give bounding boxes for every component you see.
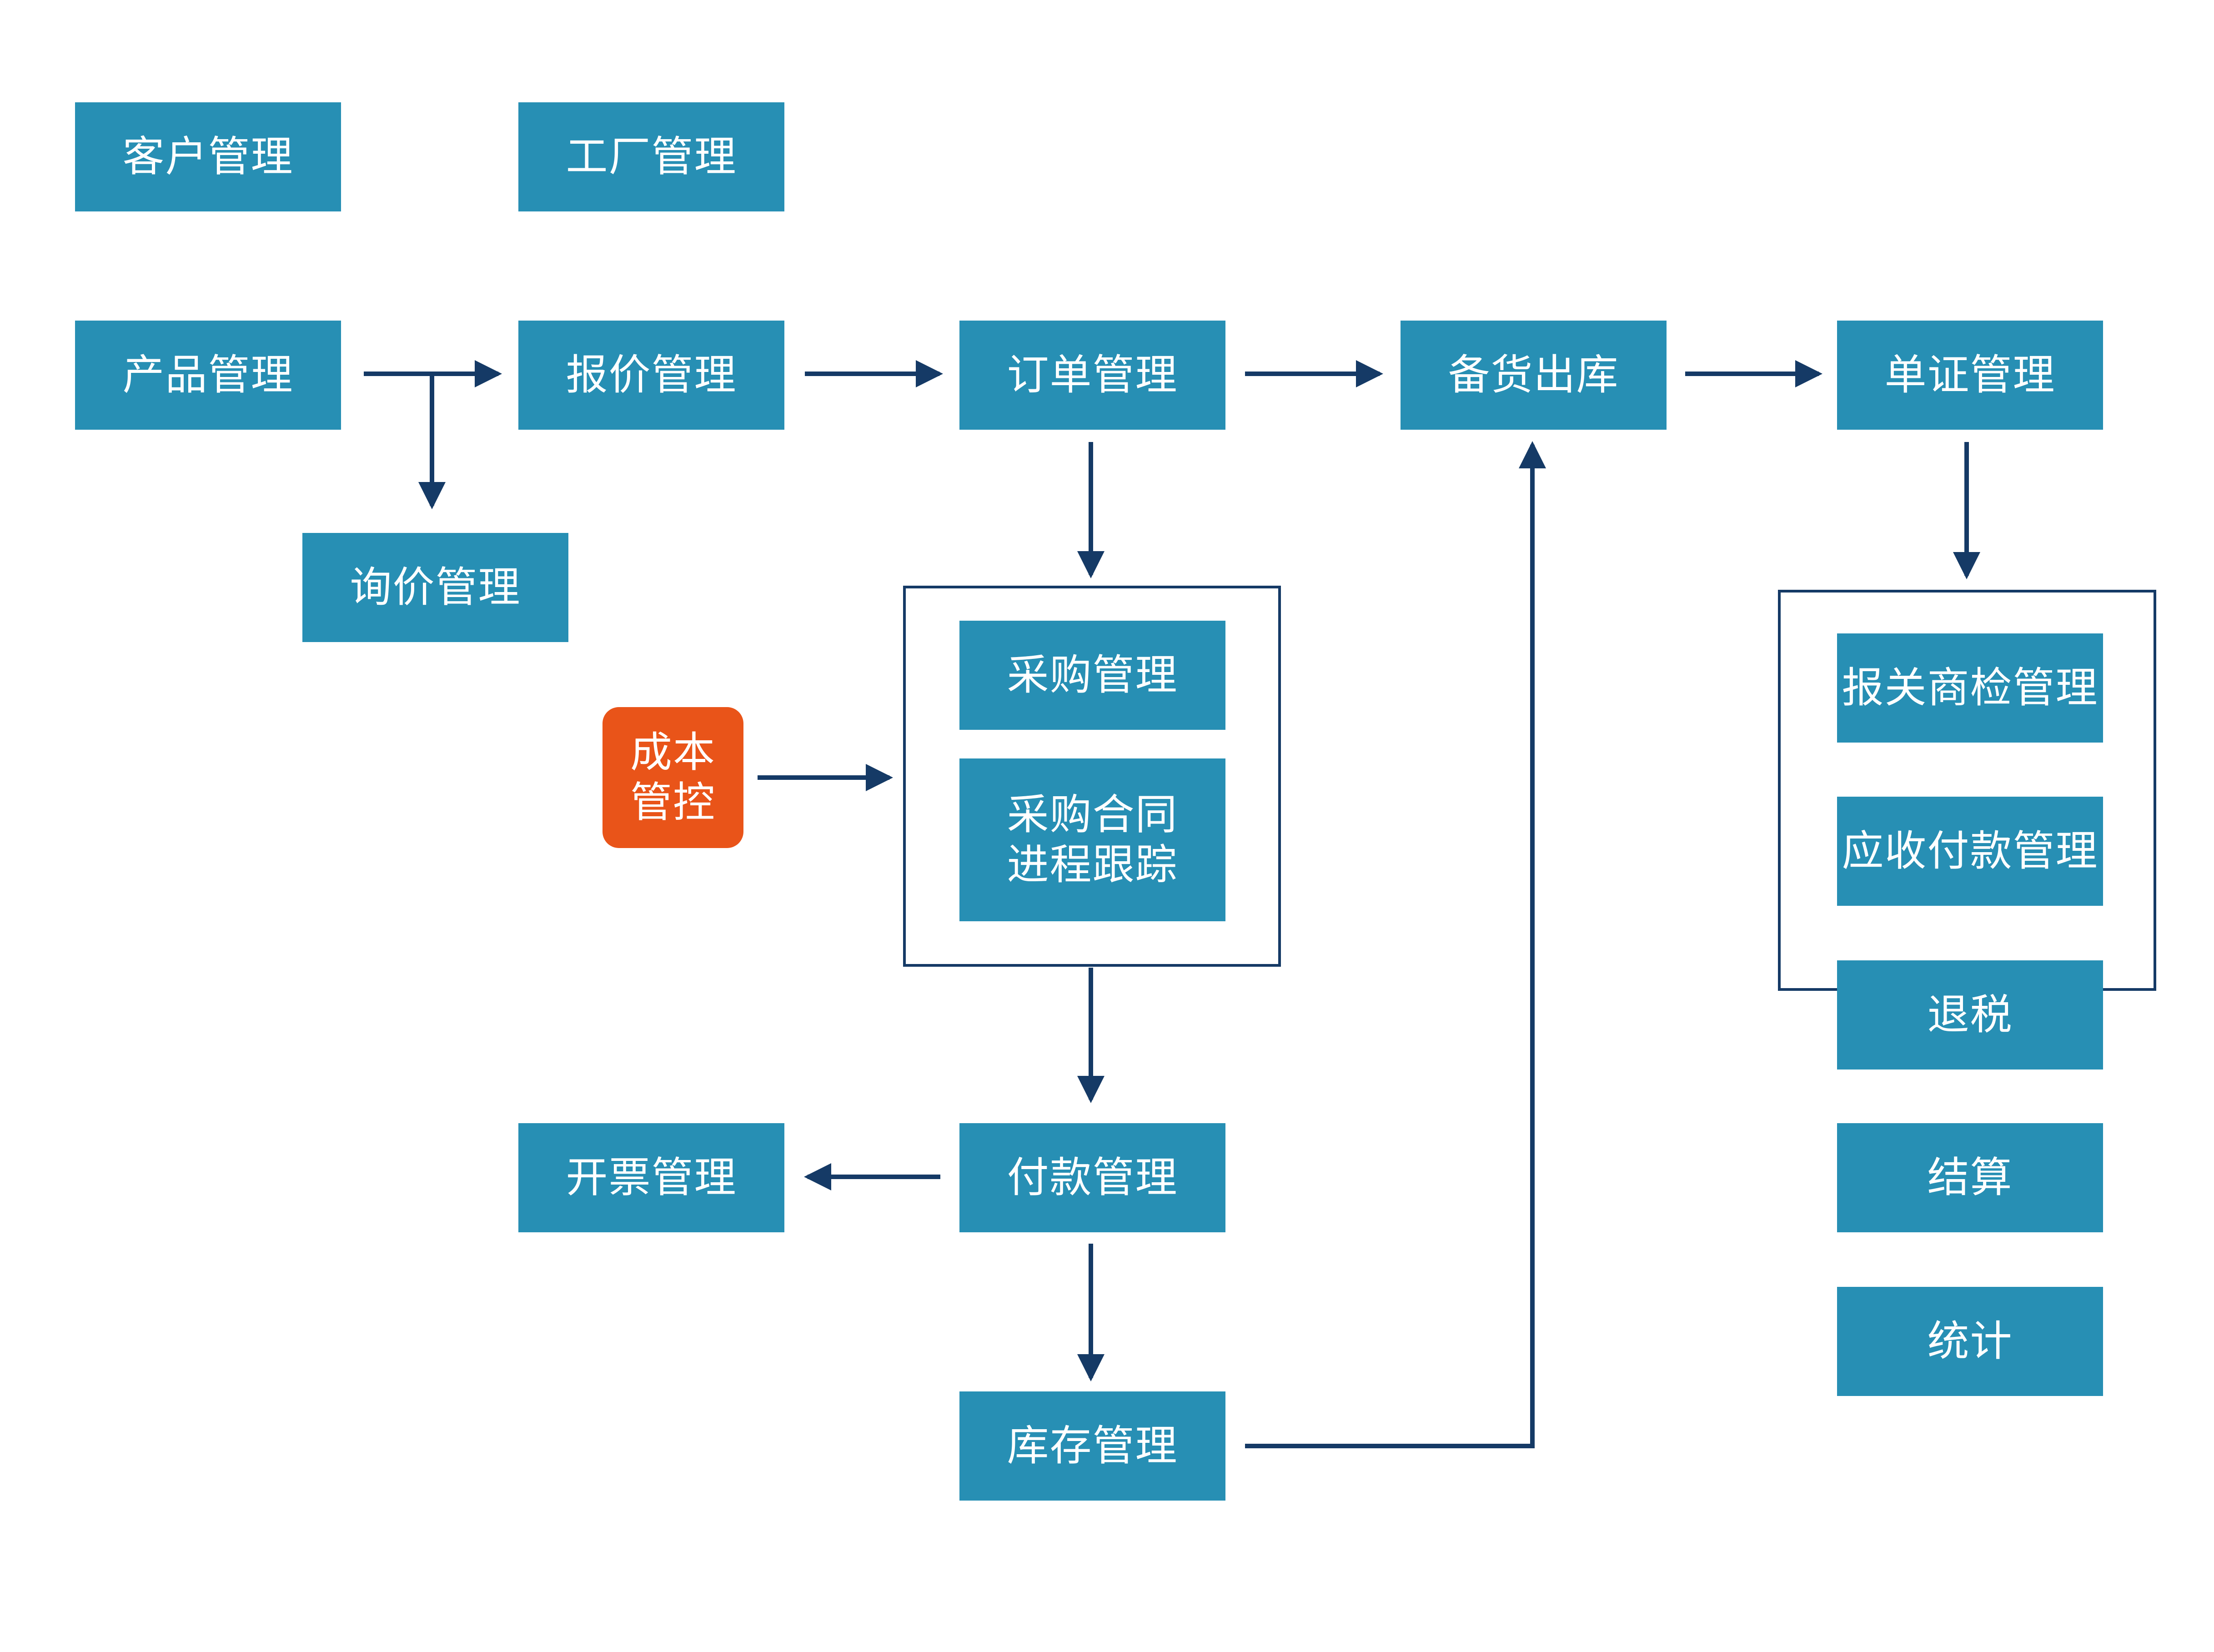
payment-management-label: 付款管理 (1007, 1153, 1178, 1202)
statistics-node[interactable]: 统计 (1837, 1287, 2103, 1396)
quote-management-label: 报价管理 (566, 350, 737, 399)
tax-refund-node[interactable]: 退税 (1837, 960, 2103, 1070)
inventory-management-node[interactable]: 库存管理 (959, 1391, 1225, 1501)
receivable-payable-node[interactable]: 应收付款管理 (1837, 797, 2103, 906)
product-management-label: 产品管理 (122, 350, 294, 399)
receivable-payable-label: 应收付款管理 (1842, 826, 2099, 875)
customs-inspection-label: 报关商检管理 (1842, 663, 2099, 712)
inquiry-management-label: 询价管理 (350, 562, 521, 612)
contract-tracking-label: 采购合同 进程跟踪 (1007, 790, 1178, 889)
tax-refund-label: 退税 (1927, 990, 2013, 1039)
quote-management-node[interactable]: 报价管理 (518, 321, 784, 430)
arrow-inventory-to-stocking (1245, 441, 1546, 1448)
stocking-outbound-label: 备货出库 (1448, 350, 1619, 399)
customer-management-label: 客户管理 (122, 132, 294, 181)
cost-control-label: 成本 管控 (630, 728, 716, 827)
customs-inspection-node[interactable]: 报关商检管理 (1837, 633, 2103, 743)
invoice-management-label: 开票管理 (566, 1153, 737, 1202)
purchase-group-frame (903, 586, 1281, 967)
cost-control-node[interactable]: 成本 管控 (602, 707, 743, 848)
product-management-node[interactable]: 产品管理 (75, 321, 341, 430)
purchase-management-label: 采购管理 (1007, 650, 1178, 699)
contract-tracking-node[interactable]: 采购合同 进程跟踪 (959, 758, 1225, 921)
settlement-label: 结算 (1927, 1153, 2013, 1202)
invoice-management-node[interactable]: 开票管理 (518, 1123, 784, 1232)
factory-management-node[interactable]: 工厂管理 (518, 102, 784, 211)
purchase-management-node[interactable]: 采购管理 (959, 621, 1225, 730)
statistics-label: 统计 (1927, 1316, 2013, 1366)
factory-management-label: 工厂管理 (566, 132, 737, 181)
payment-management-node[interactable]: 付款管理 (959, 1123, 1225, 1232)
inquiry-management-node[interactable]: 询价管理 (302, 533, 568, 642)
settlement-node[interactable]: 结算 (1837, 1123, 2103, 1232)
inventory-management-label: 库存管理 (1007, 1421, 1178, 1470)
order-management-label: 订单管理 (1007, 350, 1178, 399)
stocking-outbound-node[interactable]: 备货出库 (1401, 321, 1667, 430)
order-management-node[interactable]: 订单管理 (959, 321, 1225, 430)
documents-management-label: 单证管理 (1884, 350, 2056, 399)
documents-management-node[interactable]: 单证管理 (1837, 321, 2103, 430)
customer-management-node[interactable]: 客户管理 (75, 102, 341, 211)
